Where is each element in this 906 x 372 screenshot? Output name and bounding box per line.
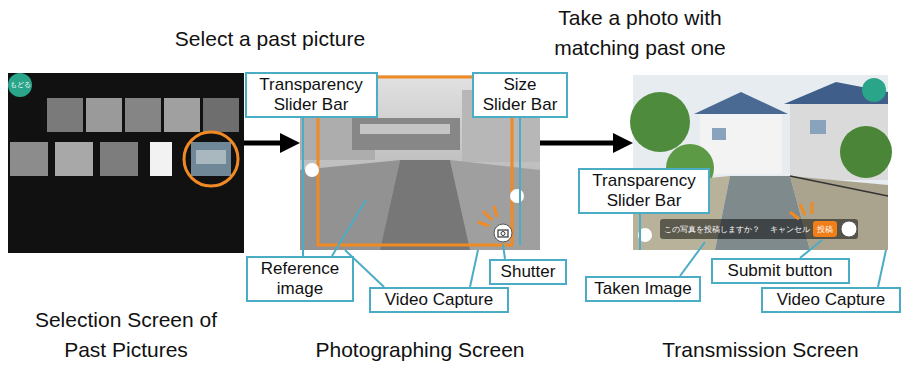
thumbnail <box>150 142 172 176</box>
callout-box: Taken Image <box>585 276 701 302</box>
back-button <box>8 73 32 97</box>
app-screen: Photographing Screen <box>300 75 540 250</box>
submit-pill <box>813 221 837 237</box>
slider-knob <box>305 163 319 177</box>
selection-screenshot <box>8 73 244 253</box>
button-label: 投稿 <box>814 224 836 235</box>
callout-text: Transparency Slider Bar <box>584 171 704 211</box>
dialog-text: この写真を投稿しますか？ <box>662 224 762 235</box>
house-window <box>810 120 826 134</box>
app-screen: Selection Screen of Past Pictures <box>8 73 244 253</box>
shutter-icon <box>494 224 512 242</box>
tree <box>840 126 892 178</box>
callout-box: Transparency Slider Bar <box>578 168 710 214</box>
thumbnail <box>100 142 138 176</box>
button-label: もどる <box>9 80 31 90</box>
selection-circle <box>184 132 238 186</box>
shutter-icon <box>841 221 857 237</box>
slider-knob <box>510 189 524 203</box>
confirm-bar <box>660 219 858 239</box>
callout-text: Video Capture <box>767 290 895 310</box>
thumbnail <box>203 98 239 132</box>
highlight-tick <box>790 212 799 219</box>
leader-line <box>302 116 304 256</box>
callout-text: Size Slider Bar <box>478 75 562 115</box>
railing <box>790 176 888 196</box>
leader-line <box>680 242 705 276</box>
callout-text: Submit button <box>717 261 844 281</box>
screen-caption: Transmission Screen <box>633 335 888 365</box>
tree <box>630 92 690 152</box>
leader-line <box>800 240 822 258</box>
thumbnail <box>125 98 161 132</box>
callout-box: Reference image <box>246 256 354 302</box>
house-roof <box>694 92 788 114</box>
highlight-tick <box>800 204 805 215</box>
menu-button <box>862 78 886 102</box>
thumbnail <box>164 98 200 132</box>
thumbnail <box>10 142 48 176</box>
leader-line <box>470 250 478 287</box>
app-screen: Transmission Screen <box>633 75 888 250</box>
highlight-tick <box>483 211 492 220</box>
leader-line <box>519 116 521 245</box>
house-window <box>712 128 726 140</box>
thumbnail <box>86 98 122 132</box>
callout-text: Taken Image <box>591 279 695 299</box>
callout-box: Video Capture <box>369 287 509 313</box>
callout-box: Size Slider Bar <box>472 72 568 118</box>
leader-line <box>878 250 886 287</box>
flow-arrow <box>244 141 290 146</box>
screen-caption: Photographing Screen <box>300 335 540 365</box>
callout-box: Video Capture <box>761 287 901 313</box>
thumbnail <box>55 142 93 176</box>
callout-box: Shutter <box>489 259 567 285</box>
highlight-tick <box>478 222 489 226</box>
screen-ground <box>8 73 244 253</box>
flow-arrow <box>540 141 623 146</box>
callout-text: Reference image <box>252 259 348 299</box>
screen-caption: Selection Screen of Past Pictures <box>19 305 234 365</box>
step-heading: Select a past picture <box>140 24 400 54</box>
leader-line <box>332 200 366 256</box>
camera-lens <box>501 232 505 236</box>
highlight-tick <box>811 202 814 214</box>
highlight-tick <box>494 206 497 217</box>
thumbnail-detail <box>196 150 226 164</box>
step-heading: Take a photo with matching past one <box>510 3 770 63</box>
leader-line <box>639 212 641 250</box>
callout-box: Transparency Slider Bar <box>245 72 378 118</box>
camera-glyph <box>498 230 508 237</box>
callout-text: Video Capture <box>375 290 503 310</box>
thumbnail <box>47 98 83 132</box>
leader-lines <box>303 116 886 287</box>
callout-text: Shutter <box>495 262 561 282</box>
callout-box: Submit button <box>711 258 850 284</box>
callout-text: Transparency Slider Bar <box>251 75 372 115</box>
leader-line <box>503 244 505 259</box>
button-label: キャンセル <box>769 224 811 235</box>
thumbnail <box>191 142 231 176</box>
transmission-screenshot <box>630 75 892 250</box>
